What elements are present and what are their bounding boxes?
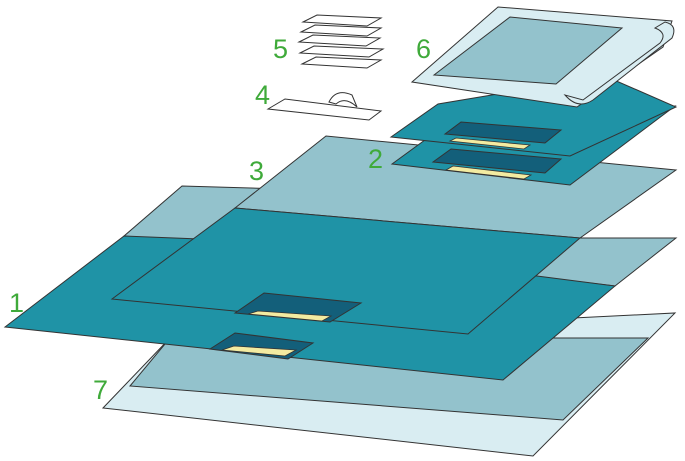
layer-4-adhesive-tape — [266, 92, 383, 121]
layer-5-towel-stack — [297, 14, 385, 69]
label-7: 7 — [93, 375, 108, 405]
layer-2-fenestrated-drapes — [389, 75, 678, 186]
label-2: 2 — [368, 144, 383, 174]
label-5: 5 — [273, 34, 288, 64]
label-3: 3 — [249, 156, 264, 186]
label-6: 6 — [416, 34, 431, 64]
layer-6-tray-cover — [410, 6, 675, 108]
label-1: 1 — [9, 288, 24, 318]
label-4: 4 — [255, 80, 270, 110]
